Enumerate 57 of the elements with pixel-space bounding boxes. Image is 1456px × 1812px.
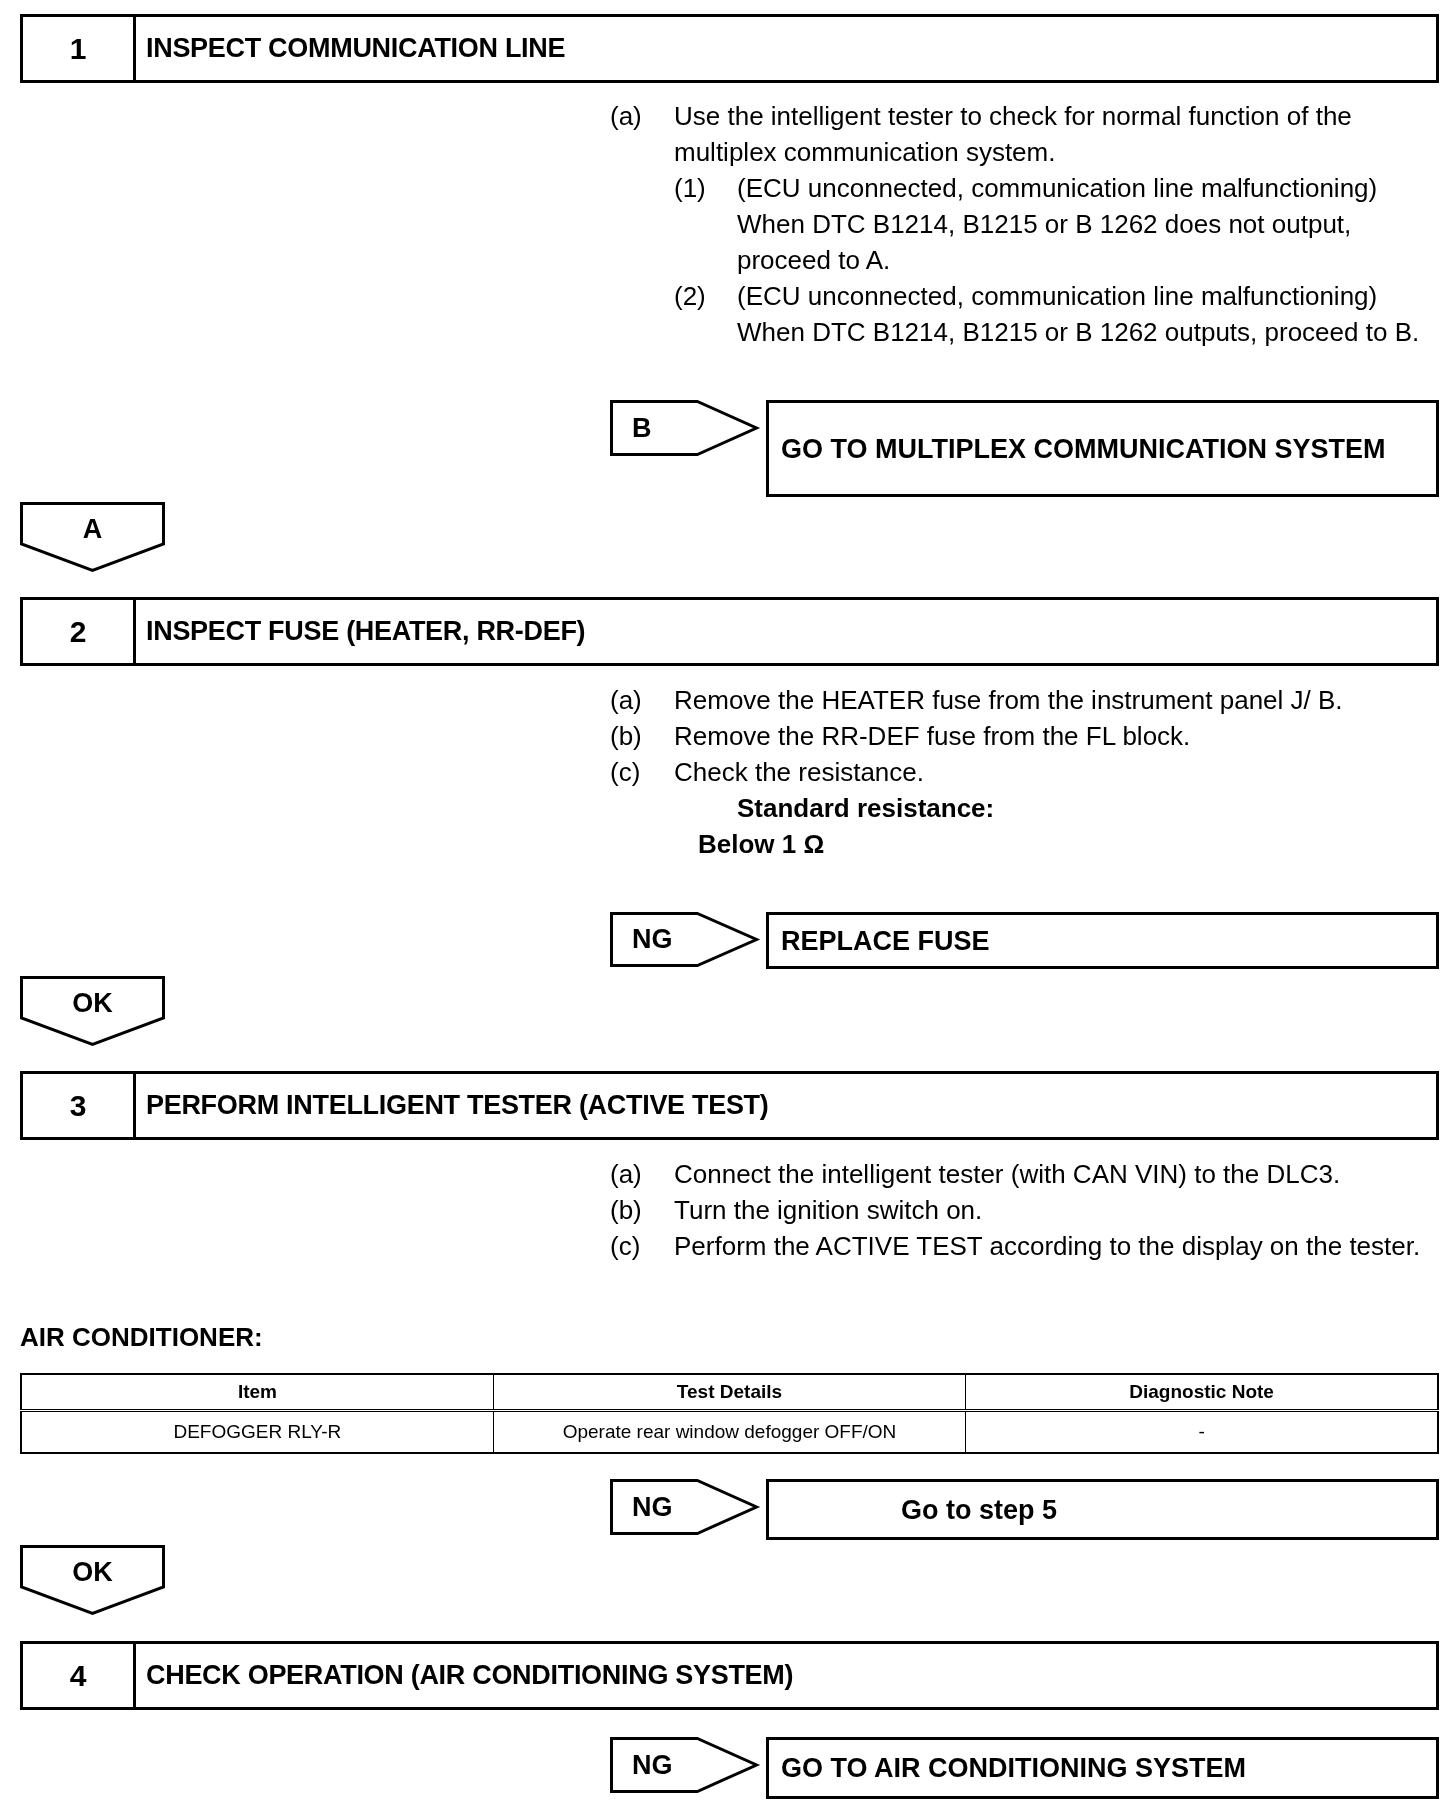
result-box — [766, 1737, 1439, 1799]
step-marker: (a) — [610, 1158, 642, 1191]
step-number: 4 — [69, 1658, 87, 1693]
step-marker: (c) — [610, 756, 641, 789]
column-header: Item — [21, 1374, 494, 1411]
result-text: REPLACE FUSE — [781, 924, 990, 958]
right-arrow-tag — [610, 400, 758, 456]
result-text: GO TO AIR CONDITIONING SYSTEM — [781, 1752, 1247, 1785]
step-header — [20, 597, 1439, 666]
instruction-text: Perform the ACTIVE TEST according to the display on the tester. — [674, 1230, 1422, 1263]
step-marker: (b) — [610, 1194, 642, 1227]
step-title: INSPECT COMMUNICATION LINE — [146, 33, 566, 64]
result-text: GO TO MULTIPLEX COMMUNICATION SYSTEM — [781, 432, 1386, 466]
right-arrow-tag — [610, 1479, 758, 1535]
step-number: 1 — [69, 31, 87, 66]
step-header — [20, 1641, 1439, 1710]
instruction-text: Connect the intelligent tester (with CAN VIN) to the DLC3. — [674, 1158, 1342, 1191]
step-number: 2 — [69, 614, 87, 649]
step-header — [20, 1071, 1439, 1140]
spec-text: Standard resistance: — [737, 792, 996, 825]
table-heading: AIR CONDITIONER: — [20, 1322, 263, 1353]
column-header: Test Details — [493, 1374, 966, 1411]
tag-label: NG — [632, 924, 673, 955]
tag-label: A — [82, 514, 103, 545]
instruction-text: (ECU unconnected, communication line malfunctioning) When DTC B1214, B1215 or B 1262 does not output, proceed to A. — [737, 172, 1379, 277]
step-title: PERFORM INTELLIGENT TESTER (ACTIVE TEST) — [146, 1090, 769, 1121]
instruction-text: Remove the RR-DEF fuse from the FL block. — [674, 720, 1192, 753]
instruction-text: (ECU unconnected, communication line malfunctioning) When DTC B1214, B1215 or B 1262 outputs, proceed to B. — [737, 280, 1421, 349]
tag-label: NG — [632, 1491, 673, 1523]
step-marker: (a) — [610, 684, 642, 717]
tag-label: NG — [632, 1749, 673, 1781]
instruction-text: Use the intelligent tester to check for normal function of the multiplex communication system. — [674, 100, 1353, 169]
right-arrow-tag — [610, 912, 758, 967]
instruction-text: Remove the HEATER fuse from the instrument panel J/ B. — [674, 684, 1344, 717]
step-marker: (c) — [610, 1230, 641, 1263]
step-marker: (1) — [674, 172, 706, 205]
down-arrow-tag — [20, 502, 165, 572]
result-text: Go to step 5 — [901, 1493, 1057, 1527]
result-box — [766, 1479, 1439, 1540]
down-arrow-tag — [20, 1545, 165, 1615]
tag-label: OK — [72, 1557, 113, 1588]
step-title: INSPECT FUSE (HEATER, RR-DEF) — [146, 616, 586, 647]
result-box — [766, 912, 1439, 969]
step-marker: (a) — [610, 100, 642, 133]
step-marker: (2) — [674, 280, 706, 313]
step-header — [20, 14, 1439, 83]
spec-text: Below 1 Ω — [698, 828, 826, 861]
down-arrow-tag — [20, 976, 165, 1046]
tag-label: OK — [72, 988, 113, 1019]
instruction-text: Turn the ignition switch on. — [674, 1194, 984, 1227]
right-arrow-tag — [610, 1737, 758, 1793]
step-marker: (b) — [610, 720, 642, 753]
instruction-text: Check the resistance. — [674, 756, 925, 789]
result-box — [766, 400, 1439, 497]
step-title: CHECK OPERATION (AIR CONDITIONING SYSTEM) — [146, 1660, 794, 1691]
step-number: 3 — [69, 1088, 87, 1123]
tag-label: B — [632, 412, 652, 444]
